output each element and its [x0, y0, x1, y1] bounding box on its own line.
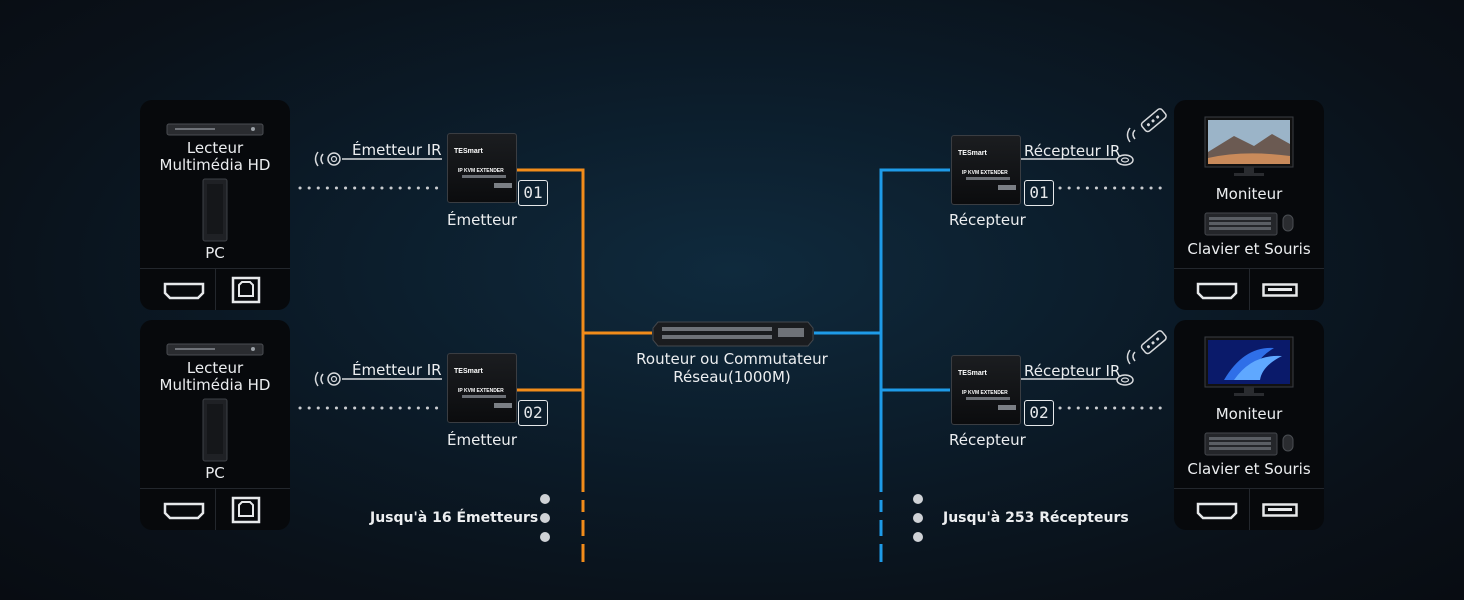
remote-control-icon — [1126, 330, 1167, 365]
ir-receiver-icon — [1116, 154, 1134, 166]
receiver-capacity-label: Jusqu'à 253 Récepteurs — [943, 510, 1129, 526]
transmitter-number-2: 02 — [518, 400, 548, 426]
hdmi-port-icon — [1196, 502, 1238, 520]
transmitter-label-2: Émetteur — [447, 431, 517, 449]
keyboard-mouse-label: Clavier et Souris — [1187, 240, 1311, 258]
receiver-device-2: TESmart IP KVM EXTENDER — [951, 355, 1021, 425]
usb-b-port-icon — [231, 496, 261, 524]
pc-label: PC — [205, 244, 225, 262]
monitor-icon — [1204, 336, 1294, 396]
pc-tower-icon — [202, 398, 228, 462]
transmitter-ir-label-1: Émetteur IR — [352, 141, 442, 159]
keyboard-icon — [1204, 432, 1278, 456]
more-indicator-dot — [913, 494, 923, 504]
usb-a-port-icon — [1262, 283, 1298, 297]
transmitter-device-1: TESmart IP KVM EXTENDER — [447, 133, 517, 203]
more-indicator-dot — [540, 494, 550, 504]
more-indicator-dot — [913, 532, 923, 542]
monitor-icon — [1204, 116, 1294, 176]
remote-control-icon — [1126, 108, 1167, 143]
media-player-label: Lecteur Multimédia HD — [159, 139, 271, 174]
mouse-icon — [1282, 434, 1294, 452]
receiver-ir-label-1: Récepteur IR — [1024, 142, 1121, 160]
pc-label: PC — [205, 464, 225, 482]
monitor-label: Moniteur — [1215, 185, 1283, 203]
source-panel-2-ports — [140, 488, 290, 530]
keyboard-icon — [1204, 212, 1278, 236]
transmitter-number-1: 01 — [518, 180, 548, 206]
usb-b-port-icon — [231, 276, 261, 304]
receiver-number-2: 02 — [1024, 400, 1054, 426]
receiver-number-1: 01 — [1024, 180, 1054, 206]
pc-tower-icon — [202, 178, 228, 242]
receiver-ir-label-2: Récepteur IR — [1024, 362, 1121, 380]
receiver-label-1: Récepteur — [949, 211, 1026, 229]
display-panel-2: Moniteur Clavier et Souris — [1174, 320, 1324, 530]
more-indicator-dot — [913, 513, 923, 523]
display-panel-1: Moniteur Clavier et Souris — [1174, 100, 1324, 310]
more-indicator-dot — [540, 513, 550, 523]
source-panel-2: Lecteur Multimédia HD PC — [140, 320, 290, 530]
hdmi-port-icon — [1196, 282, 1238, 300]
usb-a-port-icon — [1262, 503, 1298, 517]
receiver-device-1: TESmart IP KVM EXTENDER — [951, 135, 1021, 205]
network-switch-icon — [652, 321, 814, 347]
transmitter-ir-label-2: Émetteur IR — [352, 361, 442, 379]
source-panel-1-ports — [140, 268, 290, 310]
more-indicator-dot — [540, 532, 550, 542]
ir-emitter-icon — [314, 371, 341, 387]
media-player-icon — [166, 343, 264, 356]
media-player-icon — [166, 123, 264, 136]
media-player-label: Lecteur Multimédia HD — [159, 359, 271, 394]
keyboard-mouse-label: Clavier et Souris — [1187, 460, 1311, 478]
hdmi-port-icon — [163, 502, 205, 520]
display-panel-2-ports — [1174, 488, 1324, 530]
receiver-label-2: Récepteur — [949, 431, 1026, 449]
mouse-icon — [1282, 214, 1294, 232]
transmitter-capacity-label: Jusqu'à 16 Émetteurs — [370, 510, 539, 526]
switch-label: Routeur ou Commutateur Réseau(1000M) — [636, 350, 828, 386]
transmitter-label-1: Émetteur — [447, 211, 517, 229]
ir-emitter-icon — [314, 151, 341, 167]
monitor-label: Moniteur — [1215, 405, 1283, 423]
ir-receiver-icon — [1116, 374, 1134, 386]
display-panel-1-ports — [1174, 268, 1324, 310]
transmitter-device-2: TESmart IP KVM EXTENDER — [447, 353, 517, 423]
hdmi-port-icon — [163, 282, 205, 300]
source-panel-1: Lecteur Multimédia HD PC — [140, 100, 290, 310]
